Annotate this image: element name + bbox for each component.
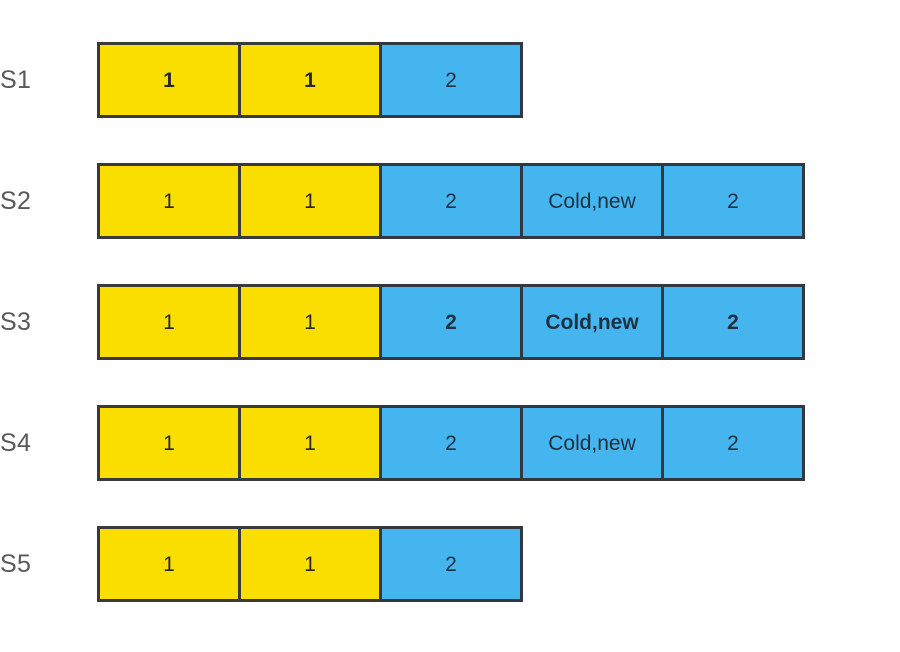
log-entry-cell[interactable]: 1 (97, 405, 241, 481)
log-entry-cell[interactable]: Cold,new (520, 405, 664, 481)
log-entry-cell[interactable]: 1 (238, 163, 382, 239)
row-label-s1: S1 (0, 66, 32, 94)
log-entry-cell[interactable]: 2 (379, 42, 523, 118)
log-entry-cell[interactable]: 1 (238, 284, 382, 360)
log-entry-cell[interactable]: 2 (661, 284, 805, 360)
log-entry-cell[interactable]: 2 (379, 284, 523, 360)
log-entry-cell[interactable]: 1 (238, 405, 382, 481)
log-entry-cell[interactable]: 1 (97, 163, 241, 239)
row-label-s4: S4 (0, 429, 32, 457)
row-label-s2: S2 (0, 187, 32, 215)
log-entry-cell[interactable]: 1 (238, 526, 382, 602)
log-entry-cell[interactable]: 1 (238, 42, 382, 118)
log-entry-cell[interactable]: 2 (379, 405, 523, 481)
log-entry-cell[interactable]: 2 (661, 405, 805, 481)
log-entry-cell[interactable]: 1 (97, 526, 241, 602)
log-entry-cell[interactable]: 2 (379, 163, 523, 239)
log-entry-cell[interactable]: 2 (661, 163, 805, 239)
log-entry-cell[interactable]: 1 (97, 42, 241, 118)
row-label-s3: S3 (0, 308, 32, 336)
log-entry-cell[interactable]: 2 (379, 526, 523, 602)
log-entry-cell[interactable]: Cold,new (520, 284, 664, 360)
row-label-s5: S5 (0, 550, 32, 578)
log-entry-cell[interactable]: 1 (97, 284, 241, 360)
log-entry-cell[interactable]: Cold,new (520, 163, 664, 239)
